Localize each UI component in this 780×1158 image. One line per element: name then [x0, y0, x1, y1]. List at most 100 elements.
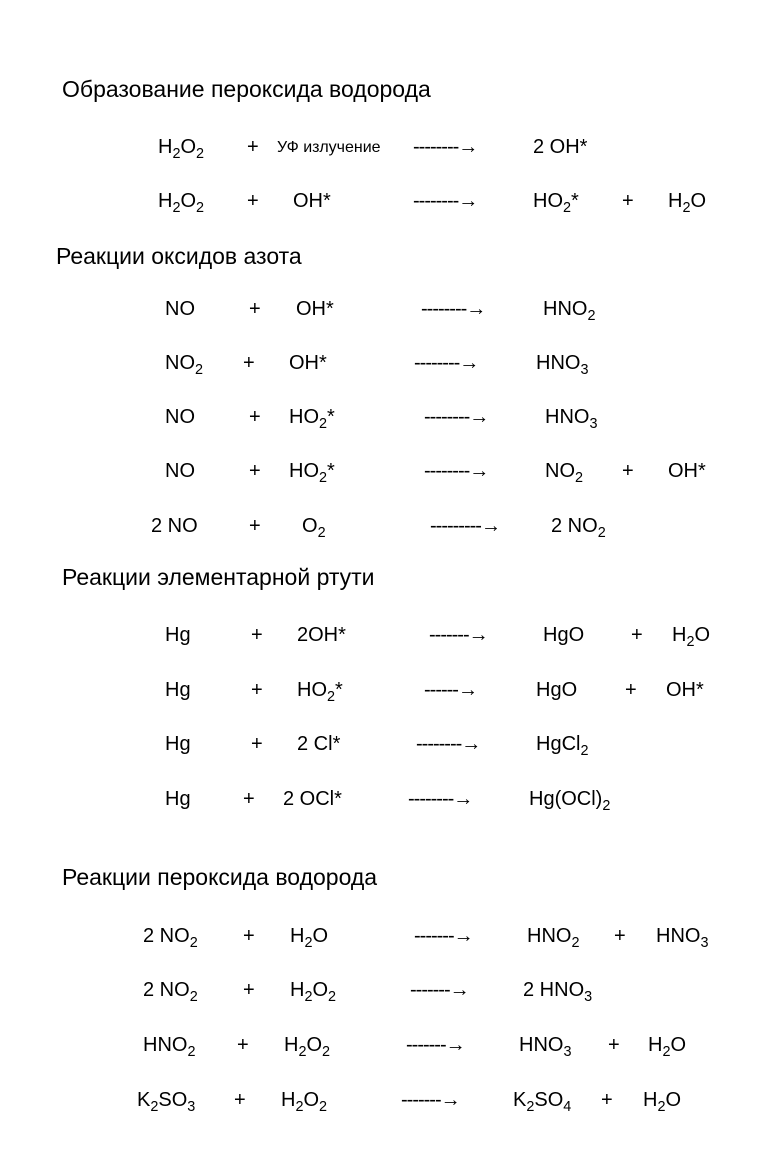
subscript: 4	[563, 1098, 572, 1115]
subscript: 3	[580, 361, 589, 378]
formula-part: O	[180, 136, 197, 158]
plus-sign: +	[237, 1034, 249, 1056]
subscript: 2	[298, 1043, 307, 1060]
formula-part: 2 HNO	[523, 979, 585, 1001]
subscript: 2	[189, 988, 198, 1005]
reaction-arrow: --------→	[414, 352, 479, 374]
reaction-equation: Hg+2OH*-------→HgO+H2O	[0, 625, 780, 655]
formula-term: HO2*	[289, 406, 335, 431]
formula-term: OH*	[666, 679, 704, 701]
subscript: 2	[304, 988, 313, 1005]
subscript: 2	[172, 199, 181, 216]
subscript: 3	[187, 1098, 196, 1115]
plus-sign: +	[243, 925, 255, 947]
subscript: 2	[328, 988, 337, 1005]
subscript: 2	[682, 199, 691, 216]
subscript: 2	[295, 1098, 304, 1115]
subscript: 2	[662, 1043, 671, 1060]
subscript: 3	[584, 988, 593, 1005]
subscript: 2	[575, 469, 584, 486]
reaction-arrow: --------→	[413, 136, 478, 158]
formula-part: O	[306, 1034, 323, 1056]
subscript: 2	[587, 307, 596, 324]
reaction-equation: NO+HO2*--------→NO2+OH*	[0, 461, 780, 491]
reaction-equation: H2O2+OH*--------→HO2*+H2O	[0, 191, 780, 221]
formula-term: OH*	[668, 460, 706, 482]
formula-part: H	[290, 979, 305, 1001]
reaction-arrow: -------→	[429, 624, 489, 646]
formula-part: O	[312, 979, 329, 1001]
formula-term: H2O	[290, 925, 328, 950]
formula-term: HO2*	[289, 460, 335, 485]
formula-part: NO	[165, 352, 195, 374]
formula-term: УФ излучение	[277, 139, 381, 156]
formula-term: O2	[302, 516, 326, 540]
subscript: 3	[589, 415, 598, 432]
formula-part: *	[327, 460, 335, 482]
formula-term: 2 NO	[151, 515, 198, 537]
reaction-equation: NO+HO2*--------→HNO3	[0, 407, 780, 437]
subscript: 2	[319, 1098, 328, 1115]
formula-term: HNO3	[656, 926, 708, 950]
formula-term: HO2*	[297, 679, 343, 704]
subscript: 2	[319, 469, 328, 486]
formula-term: 2 HNO3	[523, 979, 592, 1004]
subscript: 2	[187, 1043, 196, 1060]
reaction-arrow: -------→	[410, 979, 470, 1001]
plus-sign: +	[608, 1034, 620, 1056]
formula-term: H2O2	[281, 1090, 327, 1114]
formula-term: H2O2	[158, 136, 204, 161]
formula-part: NO	[545, 460, 575, 482]
subscript: 3	[700, 934, 709, 951]
formula-term: Hg	[165, 788, 191, 810]
formula-part: 2 NO	[143, 925, 190, 947]
formula-term: NO	[165, 406, 195, 428]
plus-sign: +	[243, 352, 255, 374]
formula-term: H2O	[643, 1089, 682, 1114]
formula-part: SO	[534, 1089, 564, 1111]
reaction-arrow: --------→	[413, 190, 478, 212]
formula-term: HgO	[536, 679, 578, 701]
formula-term: H2O	[668, 190, 707, 215]
formula-part: Hg(OCl)	[529, 788, 603, 810]
formula-term: HNO2	[527, 926, 579, 950]
formula-part: H	[643, 1089, 658, 1111]
formula-term: HNO3	[536, 353, 588, 377]
formula-part: *	[335, 679, 343, 701]
formula-term: OH*	[289, 352, 327, 374]
formula-term: H2O	[672, 625, 710, 649]
reaction-equation: H2O2+УФ излучение--------→2 OH*	[0, 137, 780, 167]
formula-part: H	[290, 925, 305, 947]
reaction-equation: K2SO3+H2O2-------→K2SO4+H2O	[0, 1090, 780, 1120]
subscript: 3	[563, 1043, 572, 1060]
subscript: 2	[322, 1043, 331, 1060]
subscript: 2	[304, 934, 313, 951]
subscript: 2	[327, 688, 336, 705]
plus-sign: +	[614, 925, 626, 947]
formula-part: H	[648, 1034, 663, 1056]
subscript: 2	[597, 524, 606, 541]
formula-part: *	[327, 406, 335, 428]
plus-sign: +	[249, 298, 261, 320]
subscript: 2	[189, 934, 198, 951]
formula-part: O	[665, 1089, 682, 1111]
subscript: 2	[195, 361, 204, 378]
plus-sign: +	[243, 788, 255, 810]
subscript: 2	[571, 934, 580, 951]
formula-term: HNO3	[519, 1035, 571, 1059]
formula-term: 2 OCl*	[283, 788, 342, 810]
plus-sign: +	[249, 515, 261, 537]
formula-term: HNO2	[143, 1035, 195, 1059]
formula-part: O	[690, 190, 707, 212]
subscript: 2	[602, 797, 611, 814]
formula-part: HNO	[543, 298, 588, 320]
subscript: 2	[172, 145, 181, 162]
formula-term: 2OH*	[297, 624, 346, 646]
subscript: 2	[196, 145, 205, 162]
plus-sign: +	[234, 1089, 246, 1111]
reaction-arrow: --------→	[416, 733, 481, 755]
reaction-arrow: --------→	[421, 298, 486, 320]
formula-term: NO	[165, 460, 195, 482]
formula-part: K	[513, 1089, 527, 1111]
